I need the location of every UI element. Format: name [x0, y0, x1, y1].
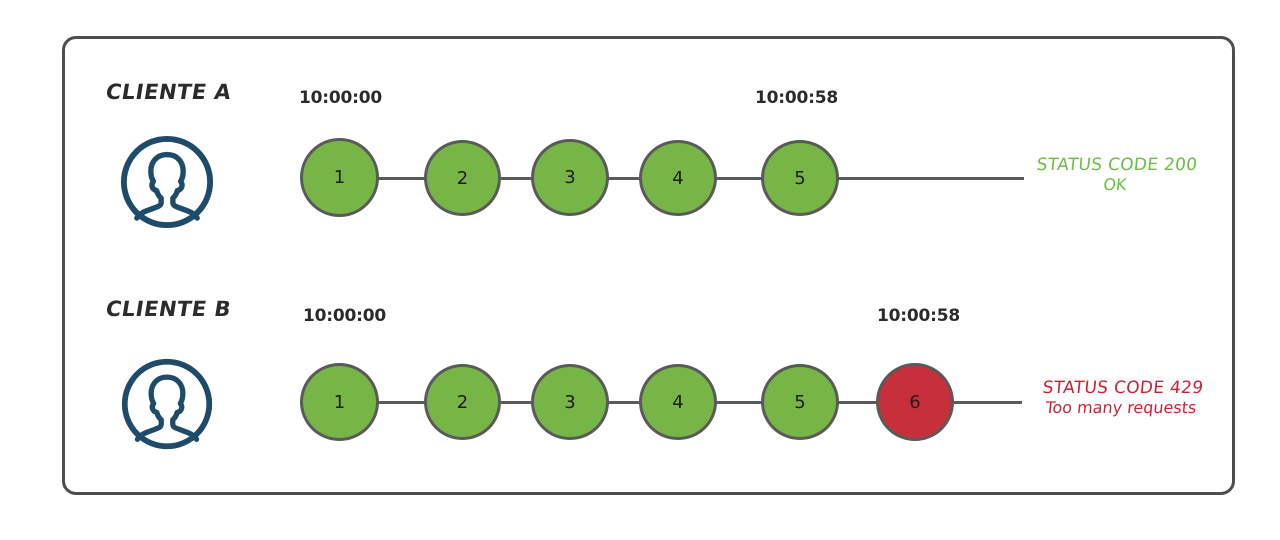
node-label: 1 [333, 167, 346, 188]
node-label: 1 [333, 391, 346, 413]
timestamp-start-b: 10:00:00 [303, 306, 386, 326]
connector-a-2 [501, 177, 532, 180]
connector-b-tail [950, 401, 1022, 404]
node-label: 3 [564, 391, 576, 413]
node-label: 4 [672, 167, 684, 189]
status-text-line: Too many requests [1044, 398, 1198, 417]
node-label: 5 [794, 167, 806, 189]
status-message-a: STATUS CODE 200 OK [1024, 155, 1208, 194]
request-node[interactable]: 1 [300, 363, 379, 441]
request-node[interactable]: 3 [531, 139, 609, 216]
request-node[interactable]: 4 [639, 364, 717, 440]
node-label: 2 [456, 391, 469, 413]
connector-b-3 [608, 401, 640, 404]
connector-b-1 [378, 401, 426, 404]
status-code-line: STATUS CODE 429 [1041, 378, 1205, 398]
connector-a-3 [608, 177, 640, 180]
request-node-error[interactable]: 6 [876, 363, 954, 441]
request-node[interactable]: 2 [424, 140, 501, 216]
connector-b-4 [716, 401, 762, 404]
avatar-b [119, 356, 215, 457]
request-node[interactable]: 4 [639, 140, 717, 216]
timestamp-start-a: 10:00:00 [299, 88, 382, 108]
timestamp-end-a: 10:00:58 [755, 88, 838, 108]
node-label: 6 [909, 391, 921, 413]
timestamp-end-b: 10:00:58 [877, 306, 960, 326]
user-avatar-icon [120, 135, 214, 229]
request-node[interactable]: 1 [300, 138, 379, 217]
user-avatar-icon [121, 358, 213, 450]
node-label: 3 [564, 167, 576, 188]
request-node[interactable]: 2 [424, 364, 501, 440]
connector-a-tail [838, 177, 1024, 180]
node-label: 5 [794, 391, 806, 413]
request-node[interactable]: 3 [531, 364, 609, 440]
request-node[interactable]: 5 [761, 140, 839, 216]
connector-b-5 [838, 401, 879, 404]
client-label-a: CLIENTE A [104, 80, 234, 104]
connector-a-1 [378, 177, 426, 180]
connector-a-4 [716, 177, 762, 180]
status-code-line: STATUS CODE 200 [1035, 155, 1199, 175]
connector-b-2 [501, 401, 532, 404]
request-node[interactable]: 5 [761, 364, 839, 440]
status-message-b: STATUS CODE 429 Too many requests [1022, 378, 1222, 417]
avatar-a [118, 133, 216, 236]
node-label: 2 [456, 167, 469, 189]
client-label-b: CLIENTE B [104, 297, 233, 321]
node-label: 4 [672, 391, 684, 413]
status-text-line: OK [1102, 175, 1128, 194]
